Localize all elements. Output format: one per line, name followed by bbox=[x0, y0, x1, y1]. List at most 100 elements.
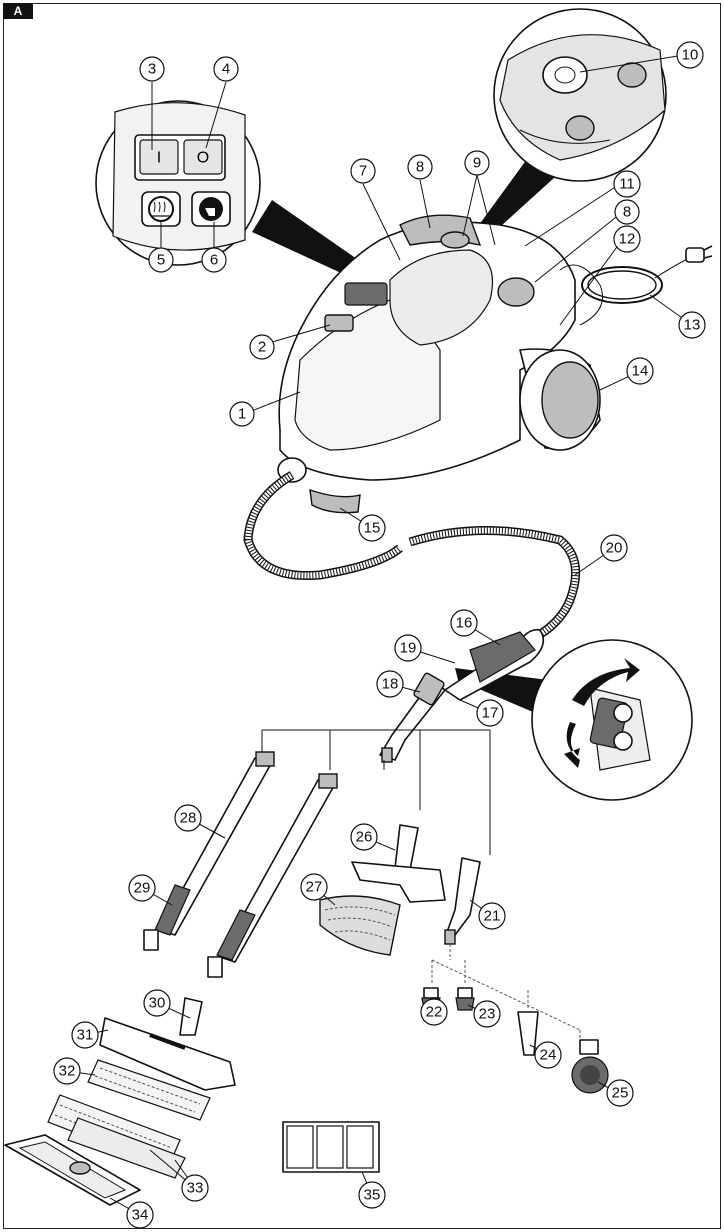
callout-19: 19 bbox=[394, 634, 422, 662]
svg-text:5: 5 bbox=[157, 252, 165, 269]
svg-text:29: 29 bbox=[134, 880, 151, 897]
svg-text:12: 12 bbox=[619, 231, 636, 248]
callout-18: 18 bbox=[376, 670, 404, 698]
large-round-brush-25 bbox=[571, 1039, 609, 1094]
svg-text:16: 16 bbox=[456, 615, 473, 632]
svg-text:22: 22 bbox=[426, 1004, 443, 1021]
svg-text:6: 6 bbox=[210, 252, 218, 269]
callout-14: 14 bbox=[626, 357, 654, 385]
handle-switch-inset bbox=[531, 639, 693, 801]
callout-1: 1 bbox=[229, 401, 255, 427]
callout-4: 4 bbox=[213, 56, 239, 82]
callout-8-side: 8 bbox=[614, 199, 640, 225]
power-off-switch bbox=[183, 139, 223, 175]
switch-off-glyph: O bbox=[197, 150, 209, 167]
callout-20: 20 bbox=[600, 534, 628, 562]
control-panel-inset: I O bbox=[95, 100, 261, 266]
svg-text:26: 26 bbox=[356, 829, 373, 846]
power-on-switch bbox=[139, 139, 179, 175]
svg-text:18: 18 bbox=[382, 676, 399, 693]
svg-text:10: 10 bbox=[682, 47, 699, 64]
svg-text:9: 9 bbox=[473, 155, 481, 172]
floor-cloth-33 bbox=[47, 1094, 186, 1179]
heating-indicator-icon bbox=[148, 196, 174, 222]
svg-text:3: 3 bbox=[148, 61, 156, 78]
svg-text:7: 7 bbox=[359, 163, 367, 180]
callout-31: 31 bbox=[71, 1021, 99, 1049]
callout-28: 28 bbox=[174, 804, 202, 832]
svg-text:19: 19 bbox=[400, 640, 417, 657]
descaling-sticks bbox=[282, 1121, 380, 1173]
callout-12: 12 bbox=[613, 225, 641, 253]
svg-text:34: 34 bbox=[132, 1207, 149, 1224]
callout-16: 16 bbox=[450, 609, 478, 637]
svg-text:28: 28 bbox=[180, 810, 197, 827]
floor-nozzle bbox=[99, 997, 236, 1091]
callout-9: 9 bbox=[464, 150, 490, 176]
callout-17: 17 bbox=[476, 699, 504, 727]
callout-21: 21 bbox=[478, 902, 506, 930]
svg-text:11: 11 bbox=[619, 176, 635, 193]
extension-tube bbox=[207, 773, 338, 978]
callout-5: 5 bbox=[148, 247, 174, 273]
callout-34: 34 bbox=[126, 1201, 154, 1229]
svg-text:24: 24 bbox=[540, 1047, 557, 1064]
extension-tube-28 bbox=[143, 751, 275, 951]
power-cord bbox=[559, 245, 713, 326]
accessory-guide bbox=[261, 729, 491, 855]
svg-text:25: 25 bbox=[612, 1085, 629, 1102]
callout-27: 27 bbox=[300, 873, 328, 901]
callout-25: 25 bbox=[606, 1079, 634, 1107]
callout-35: 35 bbox=[358, 1181, 386, 1209]
figure-border bbox=[3, 3, 721, 1229]
detail-nozzle bbox=[444, 857, 481, 945]
svg-text:13: 13 bbox=[684, 317, 701, 334]
callout-32: 32 bbox=[53, 1057, 81, 1085]
round-brush-23 bbox=[455, 987, 475, 1011]
steam-hose bbox=[243, 471, 581, 645]
callout-8-top: 8 bbox=[407, 154, 433, 180]
svg-text:31: 31 bbox=[77, 1027, 94, 1044]
svg-text:35: 35 bbox=[364, 1187, 381, 1204]
callout-30: 30 bbox=[143, 989, 171, 1017]
callout-24: 24 bbox=[534, 1041, 562, 1069]
nozzle-guide bbox=[431, 944, 581, 1040]
svg-text:15: 15 bbox=[364, 520, 381, 537]
callout-26: 26 bbox=[350, 823, 378, 851]
callout-10: 10 bbox=[676, 41, 704, 69]
svg-text:20: 20 bbox=[606, 540, 623, 557]
switch-on-glyph: I bbox=[157, 150, 161, 167]
callout-23: 23 bbox=[473, 1000, 501, 1028]
callout-33: 33 bbox=[181, 1174, 209, 1202]
svg-text:32: 32 bbox=[59, 1063, 76, 1080]
svg-text:14: 14 bbox=[632, 363, 649, 380]
svg-text:8: 8 bbox=[416, 159, 424, 176]
callout-7: 7 bbox=[350, 158, 376, 184]
callout-15: 15 bbox=[358, 514, 386, 542]
callout-22: 22 bbox=[420, 998, 448, 1026]
svg-text:17: 17 bbox=[482, 705, 499, 722]
callout-11: 11 bbox=[613, 170, 641, 198]
steam-cleaner-body bbox=[277, 214, 601, 514]
callout-2: 2 bbox=[249, 334, 275, 360]
svg-text:2: 2 bbox=[258, 339, 266, 356]
brush-attachment bbox=[319, 895, 401, 956]
callout-6: 6 bbox=[201, 247, 227, 273]
carpet-glider bbox=[4, 1134, 141, 1206]
callout-3: 3 bbox=[139, 56, 165, 82]
callout-29: 29 bbox=[128, 874, 156, 902]
steam-lock-icon bbox=[613, 703, 633, 723]
hand-nozzle bbox=[351, 824, 446, 903]
svg-text:1: 1 bbox=[238, 406, 246, 423]
svg-text:4: 4 bbox=[222, 61, 230, 78]
svg-text:21: 21 bbox=[484, 908, 501, 925]
svg-text:30: 30 bbox=[149, 995, 166, 1012]
steam-gun bbox=[379, 628, 545, 763]
steam-on-icon bbox=[613, 731, 633, 751]
svg-text:23: 23 bbox=[479, 1006, 496, 1023]
svg-text:27: 27 bbox=[306, 879, 323, 896]
callout-13: 13 bbox=[678, 311, 706, 339]
power-nozzle-24 bbox=[517, 1011, 539, 1056]
